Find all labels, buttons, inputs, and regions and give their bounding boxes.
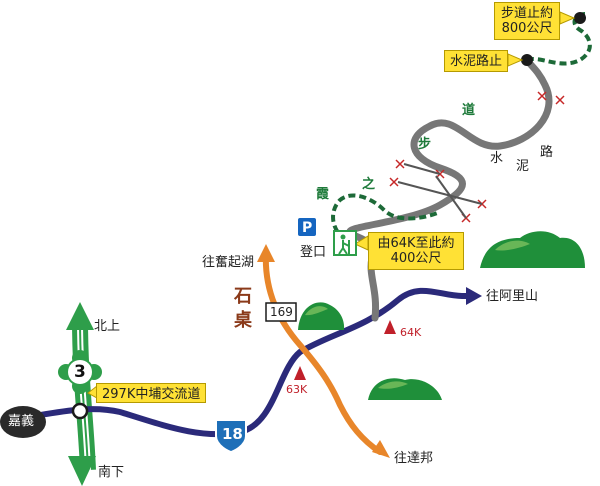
trail-lower <box>331 193 441 242</box>
shizhuo-label-1: 石 <box>234 286 252 307</box>
cement-road-char-3: 路 <box>540 145 554 160</box>
trail-name-char-4: 道 <box>462 103 476 118</box>
highway-18-number: 18 <box>222 425 243 443</box>
trail-end-pointer <box>559 11 576 25</box>
hill-large <box>480 231 585 268</box>
chiayi-label: 嘉義 <box>8 414 35 429</box>
south-arrow <box>68 456 96 486</box>
alishan-label: 往阿里山 <box>486 289 539 304</box>
trail-end-dot <box>574 12 586 24</box>
trail-name-char-3: 步 <box>418 137 432 152</box>
km64-marker-icon <box>384 320 396 334</box>
cement-road-char-2: 泥 <box>516 159 530 174</box>
fenqihu-label: 往奮起湖 <box>202 255 255 270</box>
freeway-3 <box>72 317 96 471</box>
cement-road <box>346 56 553 322</box>
interchange-callout: 297K中埔交流道 <box>96 383 207 403</box>
trail-end-callout: 步道止約800公尺 <box>494 2 560 40</box>
chiayi-node <box>0 406 46 438</box>
km63-label: 63K <box>286 383 308 396</box>
cement-end-callout: 水泥路止 <box>444 50 509 72</box>
fenqihu-arrow <box>257 244 275 262</box>
highway-18-shield <box>215 419 247 454</box>
north-label: 北上 <box>94 319 121 334</box>
parking-sign <box>298 218 316 236</box>
km63-marker-icon <box>294 366 306 380</box>
hill-small <box>368 378 442 400</box>
hill-medium <box>298 302 345 330</box>
trail-note-callout: 由64K至此約400公尺 <box>368 232 464 270</box>
trail-name-char-2: 之 <box>362 177 376 192</box>
dabang-label: 往達邦 <box>394 451 434 466</box>
alishan-arrow <box>466 287 482 305</box>
interchange-node <box>71 402 89 420</box>
hiker-icon <box>333 230 357 256</box>
road-169-label: 169 <box>270 305 293 319</box>
highway-18 <box>19 287 475 438</box>
freeway-3-shield <box>58 350 102 394</box>
cement-end-dot <box>521 54 533 66</box>
freeway-3-number: 3 <box>74 362 86 382</box>
cement-road-char-1: 水 <box>490 151 504 166</box>
parking-label: P <box>302 220 313 236</box>
north-arrow <box>66 302 94 330</box>
dabang-arrow <box>372 440 390 458</box>
south-label: 南下 <box>98 465 125 480</box>
shizhuo-label-2: 桌 <box>234 310 252 331</box>
trail-name-char-1: 霞 <box>316 187 330 202</box>
km64-label: 64K <box>400 326 422 339</box>
cement-end-pointer <box>507 53 524 67</box>
cement-road-cross-marks <box>389 91 565 223</box>
road-169 <box>262 249 383 455</box>
road-169-box <box>265 302 297 322</box>
trailhead-label: 登口 <box>300 245 327 260</box>
